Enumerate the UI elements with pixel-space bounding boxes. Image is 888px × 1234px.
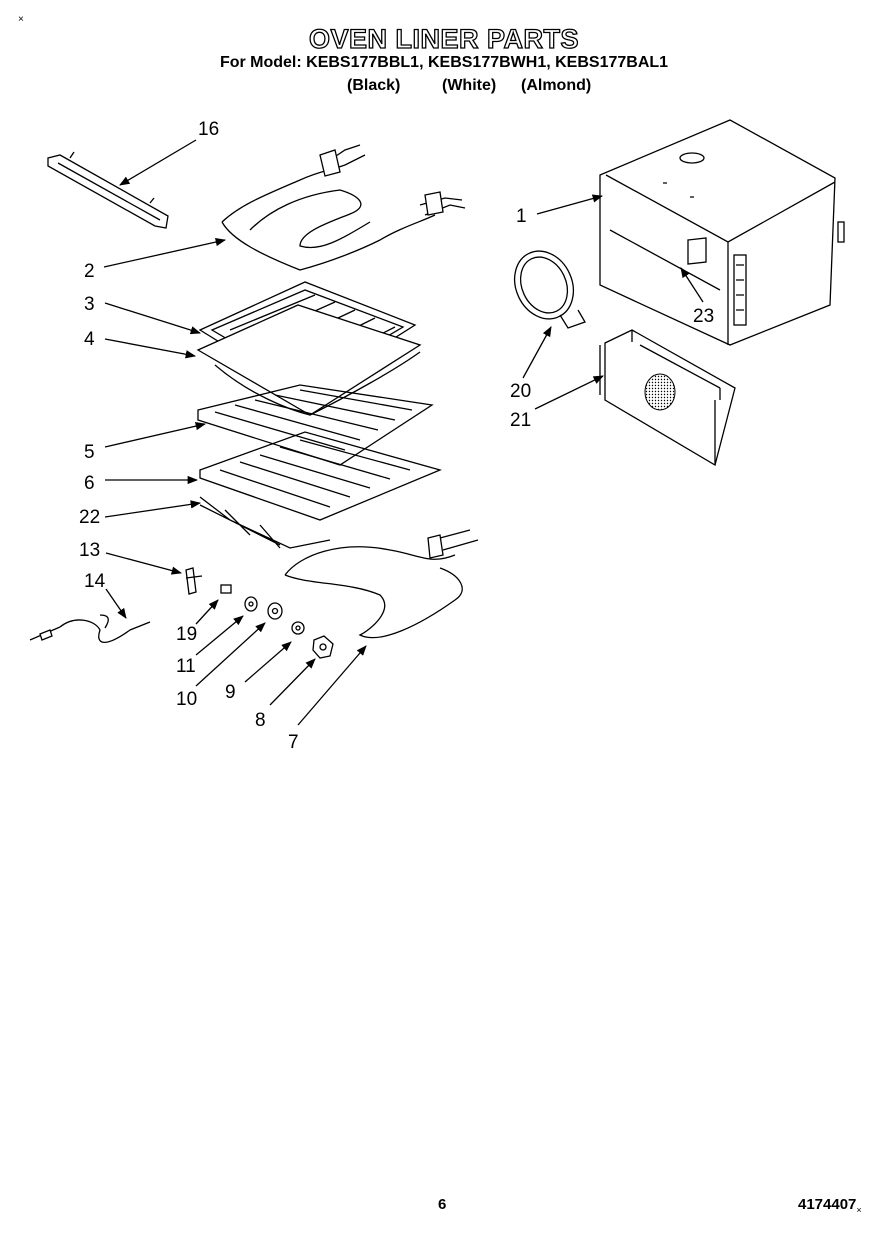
- callout-11: 11: [176, 656, 196, 677]
- page-number: 6: [438, 1196, 447, 1213]
- callout-7: 7: [288, 732, 299, 753]
- part-1-oven-cavity: [599, 119, 845, 346]
- part-10-bracket: [267, 602, 283, 620]
- part-6-oven-rack: [199, 431, 442, 521]
- callout-20: 20: [510, 381, 531, 402]
- model-list: For Model: KEBS177BBL1, KEBS177BWH1, KEB…: [219, 54, 669, 71]
- part-8-nut: [312, 635, 334, 659]
- part-20-convection-element: [513, 250, 586, 329]
- leader-arrows: [103, 139, 704, 726]
- callout-2: 2: [84, 261, 95, 282]
- callout-16: 16: [198, 119, 219, 140]
- callout-8: 8: [255, 710, 266, 731]
- part-2-heating-element: [221, 144, 466, 271]
- part-11-gasket: [244, 596, 258, 612]
- callout-22: 22: [79, 507, 100, 528]
- callout-21: 21: [510, 410, 531, 431]
- callout-13: 13: [79, 540, 100, 561]
- callout-1: 1: [516, 206, 527, 227]
- callout-19: 19: [176, 624, 197, 645]
- part-4-broiler-pan: [196, 304, 422, 416]
- callout-5: 5: [84, 442, 95, 463]
- part-14-sensor: [29, 614, 151, 644]
- part-22-rack: [199, 496, 331, 549]
- part-21-fan-baffle: [599, 329, 736, 466]
- part-9-washer: [291, 621, 305, 635]
- part-5-oven-rack: [197, 384, 434, 466]
- callout-labels: 16 2 3 4 5 6 22 13 14 19 11 10 9 8 7 1 2…: [79, 119, 714, 753]
- document-number-text: 4174407: [798, 1196, 857, 1213]
- callout-4: 4: [84, 329, 95, 350]
- corner-mark: ×: [18, 14, 24, 25]
- callout-23: 23: [693, 306, 714, 327]
- part-19-sleeve: [220, 584, 232, 594]
- part-7-bake-element: [284, 529, 479, 639]
- callout-3: 3: [84, 294, 95, 315]
- page-title: OVEN LINER PARTS: [308, 23, 580, 54]
- color-label-black: (Black): [347, 77, 401, 94]
- end-mark: ×: [856, 1205, 862, 1215]
- callout-9: 9: [225, 682, 236, 703]
- document-number: 4174407×: [798, 1196, 862, 1215]
- callout-10: 10: [176, 689, 197, 710]
- callout-14: 14: [84, 571, 106, 592]
- part-16-bracket: [47, 151, 169, 229]
- color-label-almond: (Almond): [521, 77, 592, 94]
- color-label-white: (White): [442, 77, 497, 94]
- part-13-clip: [185, 567, 203, 595]
- callout-6: 6: [84, 473, 95, 494]
